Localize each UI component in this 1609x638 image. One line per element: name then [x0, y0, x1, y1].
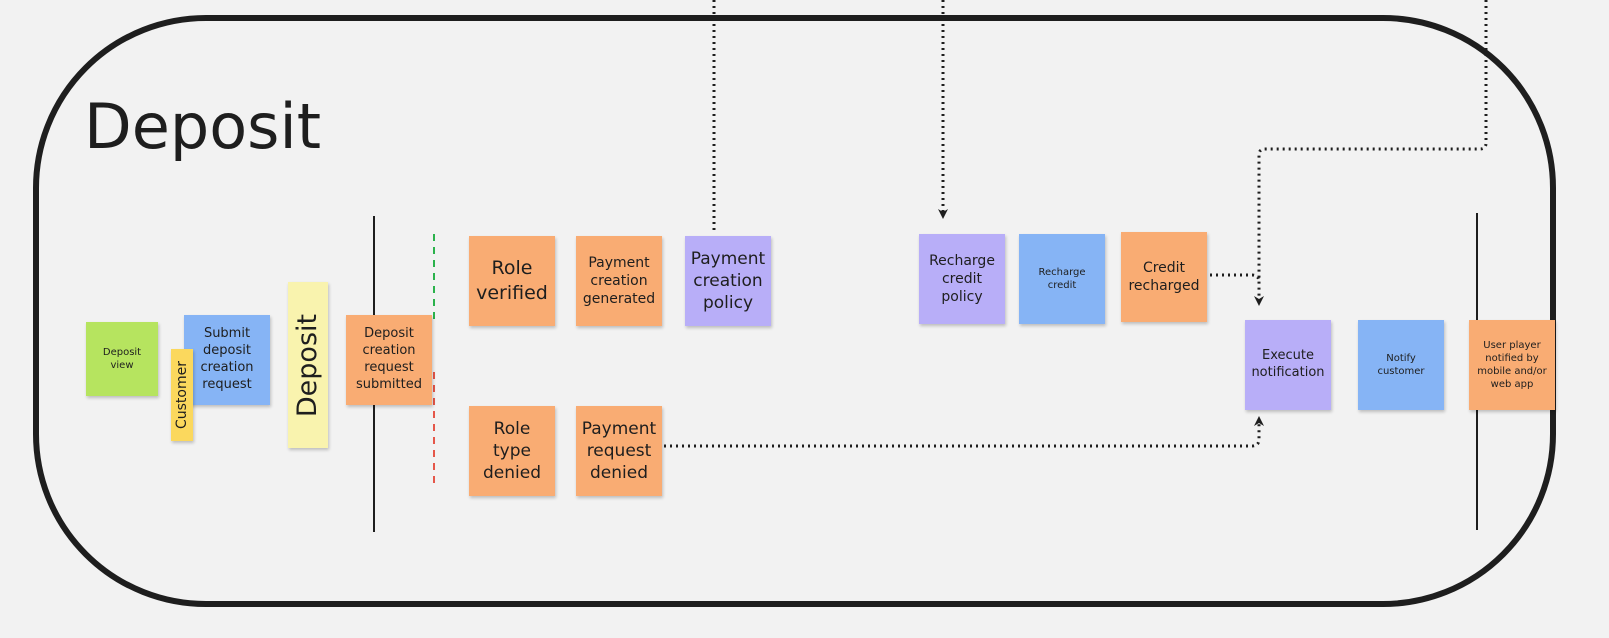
connector-credit-recharged	[1186, 273, 1261, 283]
sticky-event-credit-recharged[interactable]: Credit recharged	[1121, 232, 1207, 322]
note-text: User player notified by mobile and/or we…	[1477, 340, 1547, 390]
sticky-event-role-denied[interactable]: Role type denied	[469, 406, 555, 496]
note-text: Credit recharged	[1128, 259, 1200, 294]
context-title: Deposit	[84, 90, 322, 163]
note-text: Role type denied	[483, 418, 541, 484]
sticky-policy-recharge-credit[interactable]: Recharge credit policy	[919, 234, 1005, 324]
sticky-policy-payment-creation[interactable]: Payment creation policy	[685, 236, 771, 326]
note-text: Payment request denied	[581, 418, 657, 484]
note-text: Deposit view	[102, 347, 142, 371]
note-text: Notify customer	[1377, 353, 1425, 377]
sticky-event-payment-denied[interactable]: Payment request denied	[576, 406, 662, 496]
bounded-context-frame	[33, 15, 1556, 607]
sticky-command-recharge-credit[interactable]: Recharge credit	[1019, 234, 1105, 324]
note-text: Payment creation generated	[582, 254, 656, 308]
sticky-event-deposit-submitted[interactable]: Deposit creation request submitted	[346, 315, 432, 405]
sticky-actor-customer[interactable]: Customer	[171, 349, 193, 441]
note-text: Execute notification	[1251, 348, 1325, 380]
note-text: Payment creation policy	[690, 248, 766, 314]
sticky-aggregate-deposit[interactable]: Deposit	[288, 282, 328, 448]
note-text: Deposit creation request submitted	[356, 326, 422, 392]
sticky-command-notify-customer[interactable]: Notify customer	[1358, 320, 1444, 410]
sticky-event-role-verified[interactable]: Role verified	[469, 236, 555, 326]
connector-payment-denied	[652, 416, 1264, 448]
note-text: Role verified	[476, 257, 548, 304]
note-text: Recharge credit	[1038, 267, 1086, 291]
sticky-policy-execute-notification[interactable]: Execute notification	[1245, 320, 1331, 410]
note-text: Customer	[174, 360, 191, 430]
sticky-event-payment-generated[interactable]: Payment creation generated	[576, 236, 662, 326]
note-text: Submit deposit creation request	[200, 326, 254, 392]
sticky-read-model-deposit-view[interactable]: Deposit view	[86, 322, 158, 396]
connector-into-execute-top	[1254, 0, 1488, 306]
note-text: Deposit	[292, 313, 324, 417]
note-text: Recharge credit policy	[929, 252, 995, 306]
sticky-command-submit-deposit[interactable]: Submit deposit creation request	[184, 315, 270, 405]
sticky-event-user-notified[interactable]: User player notified by mobile and/or we…	[1469, 320, 1555, 410]
